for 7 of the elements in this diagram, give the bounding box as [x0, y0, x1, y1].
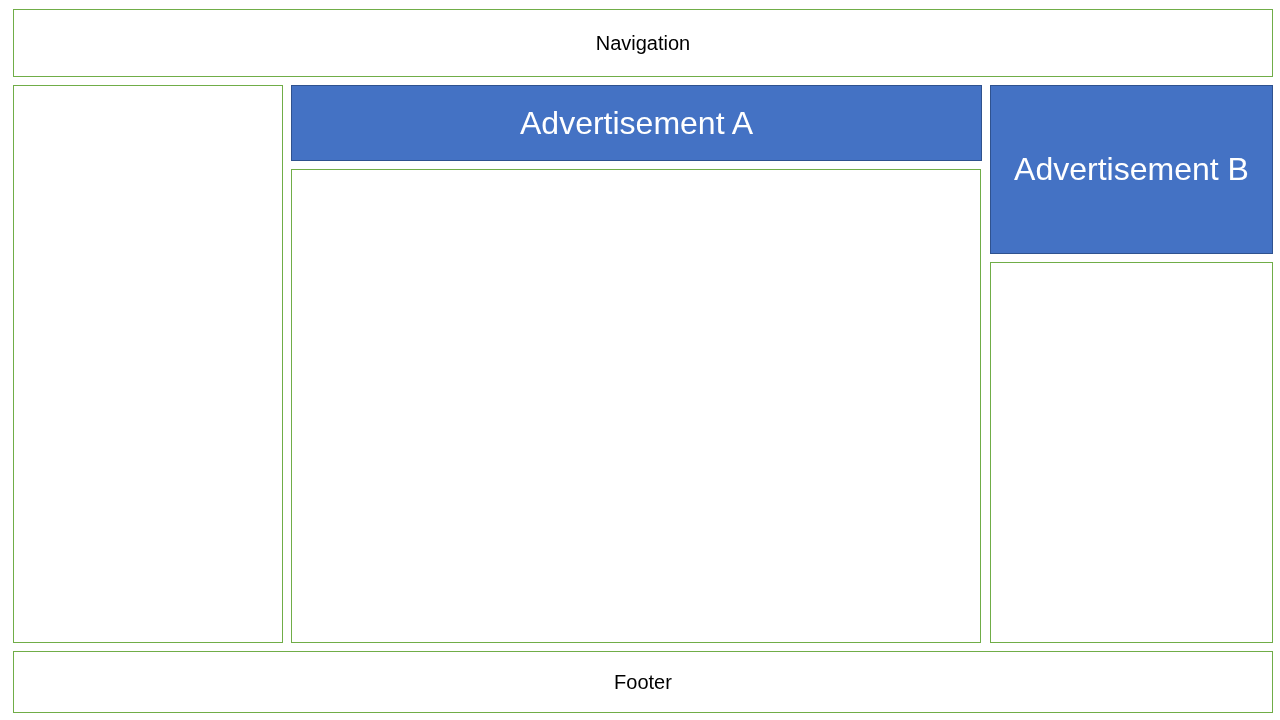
sidebar-panel [13, 85, 283, 643]
ad-banner: Advertisement A [291, 85, 982, 161]
content-panel [291, 169, 981, 643]
navigation-bar: Navigation [13, 9, 1273, 77]
footer-bar: Footer [13, 651, 1273, 713]
ad-panel: Advertisement B [990, 85, 1273, 254]
sidebar-panel [990, 262, 1273, 643]
